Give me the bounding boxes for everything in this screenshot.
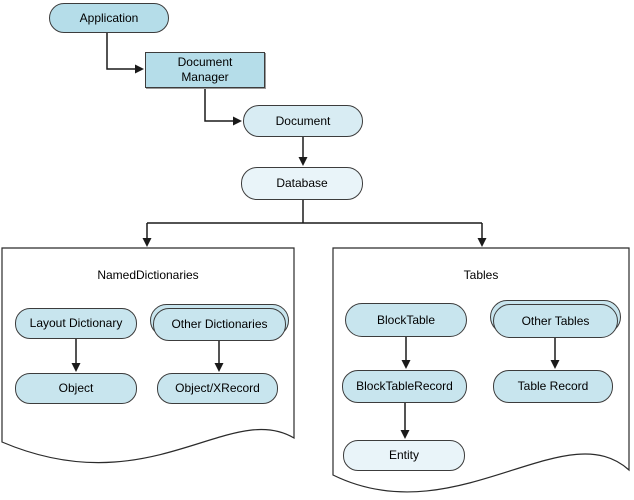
entity-label: Entity [388, 448, 419, 462]
arrowhead-down-icon [477, 238, 487, 247]
arrowhead-down-icon [71, 363, 81, 372]
arrowhead-down-icon [142, 238, 152, 247]
arrowhead-down-icon [298, 157, 308, 166]
tables-title: Tables [463, 268, 499, 282]
connector-blocktable-blocktablerecord [401, 337, 411, 369]
layout-dictionary-node: Layout Dictionary [15, 308, 137, 339]
table-record-node: Table Record [493, 370, 613, 403]
arrowhead-down-icon [401, 360, 411, 369]
nameddictionaries-container-shape [1, 247, 295, 464]
connector-documentmanager-document [204, 88, 242, 126]
nameddictionaries-title: NamedDictionaries [97, 268, 199, 282]
block-table-label: BlockTable [376, 312, 436, 327]
document-manager-node: Document Manager [145, 52, 265, 88]
arrowhead-down-icon [214, 363, 224, 372]
arrowhead-down-icon [400, 430, 410, 439]
connector-application-documentmanager [106, 33, 144, 74]
layout-dictionary-label: Layout Dictionary [29, 316, 123, 330]
object-xrecord-node: Object/XRecord [157, 373, 278, 404]
block-table-node: BlockTable [345, 303, 467, 337]
connector-otherdictionaries-objectxrecord [214, 341, 224, 372]
object-node: Object [15, 373, 137, 404]
document-node: Document [243, 105, 363, 137]
other-dictionaries-label: Other Dictionaries [171, 317, 268, 331]
connector-layoutdictionary-object [71, 339, 81, 372]
object-xrecord-label: Object/XRecord [175, 381, 260, 395]
block-table-record-node: BlockTableRecord [342, 370, 467, 403]
block-table-record-label: BlockTableRecord [356, 379, 453, 393]
entity-node: Entity [343, 440, 465, 471]
arrowhead-down-icon [550, 360, 560, 369]
object-label: Object [58, 381, 94, 395]
connector-document-database [298, 137, 308, 166]
arrowhead-right-icon [135, 64, 144, 74]
document-manager-label: Document Manager [177, 55, 233, 84]
other-tables-node: Other Tables [490, 300, 621, 338]
other-dictionaries-node: Other Dictionaries [150, 304, 289, 341]
connector-blocktablerecord-entity [400, 403, 410, 439]
database-label: Database [276, 176, 328, 190]
arrowhead-right-icon [233, 116, 242, 126]
application-label: Application [79, 10, 139, 25]
table-record-label: Table Record [517, 379, 589, 393]
document-label: Document [275, 113, 331, 128]
other-tables-label: Other Tables [521, 313, 590, 328]
connector-othertables-tablerecord [550, 338, 560, 369]
application-node: Application [49, 3, 169, 33]
database-node: Database [241, 167, 363, 200]
connector-database-branch [142, 200, 487, 247]
